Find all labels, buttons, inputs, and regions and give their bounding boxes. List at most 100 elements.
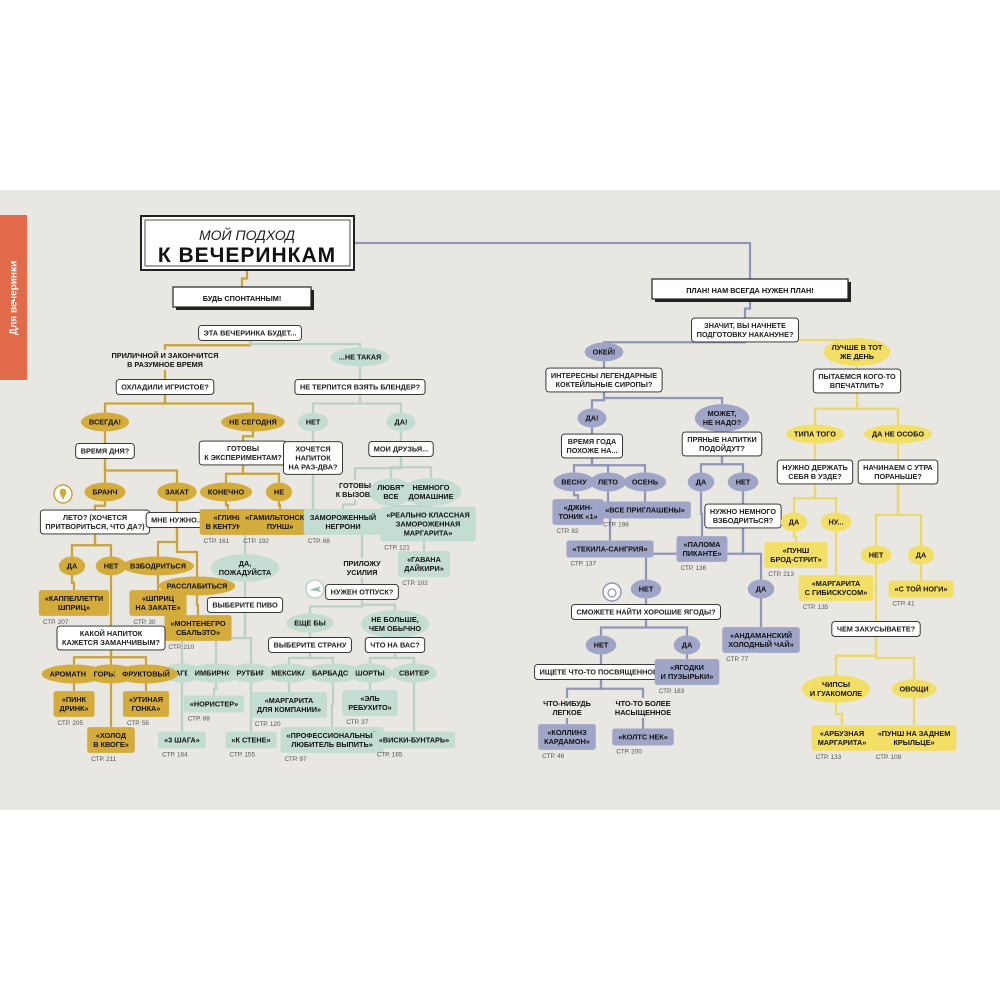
node-n-well: НУ... xyxy=(820,512,852,532)
node-text-n-maybe: МОЖЕТ,НЕ НАДО? xyxy=(703,409,742,427)
connector-n-no2-to-d-hamilton xyxy=(277,501,282,510)
node-text-n-no6: НЕТ xyxy=(639,585,654,594)
node-text-n-yes3: ДА! xyxy=(586,414,599,423)
node-text-n-yes-tired: ДА,ПОЖАДУЙСТА xyxy=(219,559,272,577)
connector-n-ready-to-d-negroni xyxy=(341,499,357,510)
node-n-autumn: ОСЕНЬ xyxy=(623,472,667,492)
node-text-n-arom: АРОМАТНЫЙ xyxy=(50,670,99,679)
connector-n-yes4-to-d-paloma xyxy=(699,491,704,537)
node-n-stillyes: ЕЩЕ БЫ xyxy=(286,613,334,633)
node-n-yes-tired: ДА,ПОЖАДУЙСТА xyxy=(210,554,280,582)
page-ref-d-pink: СТР. 205 xyxy=(57,720,83,727)
page-ref-d-paloma: СТР. 136 xyxy=(681,565,707,572)
page-ref-d-rebujito: СТР. 37 xyxy=(346,719,368,726)
node-text-n-notreally: ДА НЕ ОСОБО xyxy=(872,430,924,439)
node-text-n-spring: ВЕСНУ xyxy=(561,478,587,487)
node-text-d-gintonic: «ДЖИН-ТОНИК «1» xyxy=(558,503,597,521)
node-n-yes6: ДА xyxy=(907,545,935,565)
node-d-noris: «НОРИСТЕР»СТР. 88 xyxy=(183,695,245,722)
connector-q-season-to-n-autumn xyxy=(590,457,647,473)
page-ref-d-prof: СТР. 97 xyxy=(285,756,307,763)
node-n-sweater: СВИТЕР xyxy=(391,663,437,683)
node-text-q-cool: ОХЛАДИЛИ ИГРИСТОЕ? xyxy=(121,383,209,392)
node-n-brunch: БРАНЧ xyxy=(84,482,126,502)
connector-q-spicy-to-n-no4 xyxy=(720,455,745,473)
connector-q-more-to-n-relax xyxy=(175,527,199,577)
node-n-fruit: ФРУКТОВЫЙ xyxy=(114,664,178,684)
node-text-n-shorts: ШОРТЫ xyxy=(355,669,384,678)
node-q-friends: МОИ ДРУЗЬЯ... xyxy=(368,441,434,457)
node-text-n-yes2: ДА xyxy=(67,562,78,571)
node-n-ok: ОКЕЙ! xyxy=(584,342,624,362)
connector-n-sure-to-d-gin-kent xyxy=(224,501,230,510)
connector-n-chips-to-d-watermelon xyxy=(834,702,844,726)
connector-n-barbados-to-d-prof xyxy=(330,682,335,728)
node-n-sure: КОНЕЧНО xyxy=(199,482,253,502)
connector-q-cool-to-n-always xyxy=(103,394,167,413)
connector-q-drink-to-n-fruit xyxy=(109,649,148,665)
node-text-n-no4: НЕТ xyxy=(736,478,751,487)
node-q-more: МНЕ НУЖНО... xyxy=(145,512,209,528)
connector-q-restrain-to-n-well xyxy=(813,483,838,513)
connector-q-impress-to-n-notreally xyxy=(855,392,900,425)
node-text-n-fruit: ФРУКТОВЫЙ xyxy=(122,670,170,679)
connector-plan-to-q-night xyxy=(743,299,752,319)
node-text-n-rutbir: РУТБИР xyxy=(236,669,265,678)
node-n-nottoday: НЕ СЕГОДНЯ xyxy=(221,412,285,432)
node-text-d-wall: «К СТЕНЕ» xyxy=(231,736,270,745)
node-n-rutbir: РУТБИР xyxy=(228,663,274,683)
node-n-notmore: НЕ БОЛЬШЕ,ЧЕМ ОБЫЧНО xyxy=(360,610,430,638)
connector-q-drink-to-n-arom xyxy=(72,649,113,665)
page-ref-d-backyard: СТР. 108 xyxy=(876,754,902,761)
node-n-ginger: ИМБИРНОЕ xyxy=(186,663,246,683)
node-d-3steps: «3 ШАГА»СТР. 164 xyxy=(158,731,206,758)
node-q-party: ЭТА ВЕЧЕРИНКА БУДЕТ... xyxy=(198,325,302,341)
node-n-notreally: ДА НЕ ОСОБО xyxy=(863,424,933,444)
node-text-plan: ПЛАН! НАМ ВСЕГДА НУЖЕН ПЛАН! xyxy=(686,286,814,295)
node-text-n-well: НУ... xyxy=(829,518,844,527)
node-text-spont: БУДЬ СПОНТАННЫМ! xyxy=(203,294,282,303)
node-n-yes7: ДА xyxy=(747,579,775,599)
page-ref-d-watermelon: СТР. 133 xyxy=(816,754,842,761)
side-tab: Для вечеринки xyxy=(0,215,27,380)
pin-icon xyxy=(53,484,73,504)
node-text-n-mexico: МЕКСИКА xyxy=(271,669,307,678)
node-text-q-blender: НЕ ТЕРПИТСЯ ВЗЯТЬ БЛЕНДЕР? xyxy=(300,383,421,392)
node-n-cheerup: ВЗБОДРИТЬСЯ xyxy=(122,556,194,576)
node-text-n-brunch: БРАНЧ xyxy=(92,488,117,497)
node-text-n-yes8: ДА xyxy=(682,641,693,650)
berry-icon xyxy=(602,582,622,602)
connector-q-friends-to-n-home xyxy=(399,456,433,479)
connector-q-dedicated-to-n-light xyxy=(565,679,603,699)
node-q-time: ВРЕМЯ ДНЯ? xyxy=(75,443,135,459)
page-ref-d-spritz: СТР. 30 xyxy=(133,619,155,626)
node-n-no5: НЕТ xyxy=(860,545,892,565)
node-text-n-always: ВСЕГДА! xyxy=(89,418,121,427)
